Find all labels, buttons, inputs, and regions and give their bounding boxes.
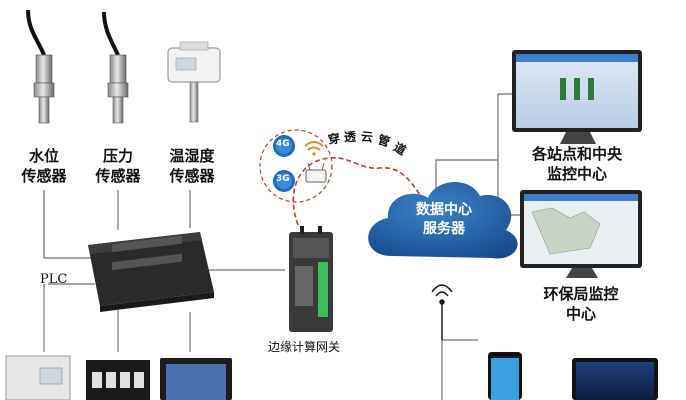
badge-3g-label: 3G [276,174,290,184]
comm-ring [259,129,333,203]
comm-label-char-2: 透 [343,129,357,145]
station-monitor-label: 各站点和中央 监控中心 [512,144,642,184]
gateway-label: 边缘计算网关 [268,340,341,354]
smartphone-image [488,352,522,400]
plc-label: PLC [40,272,68,287]
epa-label-line2: 中心 [565,305,596,323]
epa-label-line1: 环保局监控 [543,285,619,303]
cloud-label: 数据中心 服务器 [396,201,492,239]
station-label-line1: 各站点和中央 [531,145,622,163]
temp-humidity-sensor-label: 温湿度 传感器 [156,146,228,186]
station-monitor-image [512,50,642,144]
hmi-panel-image [160,358,232,400]
inverter-image [5,355,71,400]
pressure-sensor-image [102,11,129,124]
router-icon [305,162,327,183]
badge-4g-label: 4G [276,139,290,149]
pressure-label-line1: 压力 [102,147,133,165]
epa-monitor-image [520,190,642,278]
temp-humidity-sensor-image [167,41,221,123]
badge-3g [273,170,295,192]
comm-label-char-3: 云 [360,129,374,145]
cloud-label-line1: 数据中心 [416,202,472,218]
water-level-sensor-label: 水位 传感器 [8,146,80,186]
cloud-label-line2: 服务器 [423,221,465,237]
wireless-link [292,157,421,226]
laptop-image [572,358,658,400]
epa-monitor-label: 环保局监控 中心 [516,284,646,324]
water-level-label-line1: 水位 [28,147,59,165]
pressure-sensor-label: 压力 传感器 [82,146,154,186]
data-center-cloud [368,181,518,259]
antenna-icon [431,284,453,340]
plc-image [88,232,214,312]
badge-4g [273,135,295,157]
contactor-image [86,360,150,400]
temp-humidity-label-line1: 温湿度 [169,147,215,165]
station-label-line2: 监控中心 [546,165,607,183]
pressure-label-line2: 传感器 [95,167,141,185]
edge-gateway-image [289,226,333,332]
water-level-sensor-image [26,9,55,124]
wifi-icon [304,141,324,156]
water-level-label-line2: 传感器 [21,167,67,185]
temp-humidity-label-line2: 传感器 [169,167,215,185]
